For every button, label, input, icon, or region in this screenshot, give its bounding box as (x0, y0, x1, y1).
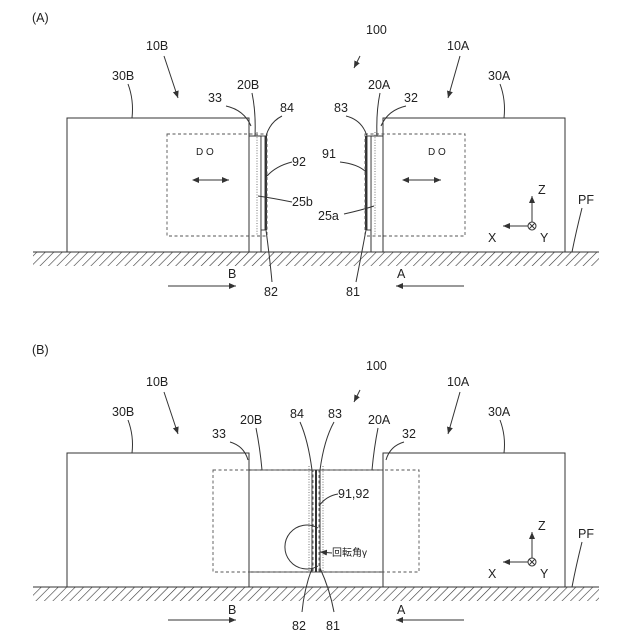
label-30b: 30B (112, 69, 134, 83)
label-100-b: 100 (366, 359, 387, 373)
label-83: 83 (334, 101, 348, 115)
leader-84 (266, 116, 282, 136)
label-10a: 10A (447, 39, 470, 53)
leader-30b-b (128, 420, 133, 453)
panel-a: (A) D O D O 100 10B 10A 30B (32, 11, 599, 299)
leader-10b-b (164, 392, 178, 434)
label-30a: 30A (488, 69, 511, 83)
floor-hatch (33, 252, 599, 266)
leader-10a-b (448, 392, 460, 434)
label-10b: 10B (146, 39, 168, 53)
label-dir-a-b: A (397, 603, 406, 617)
leader-20b (252, 93, 255, 136)
label-dir-b-b: B (228, 603, 236, 617)
floor-hatch-b (33, 587, 599, 601)
label-30a-b: 30A (488, 405, 511, 419)
base-30b (67, 118, 249, 252)
leader-91 (340, 162, 366, 172)
label-32a: 32 (404, 91, 418, 105)
label-91: 91 (322, 147, 336, 161)
leader-84-b (300, 422, 312, 470)
label-30b-b: 30B (112, 405, 134, 419)
label-dir-b: B (228, 267, 236, 281)
base-30b-b (67, 453, 249, 587)
leader-83-b (320, 422, 334, 470)
label-dir-a: A (397, 267, 406, 281)
label-33-b: 33 (212, 427, 226, 441)
panel-b: (B) 回転角γ 100 10B 10A 30B 30A (32, 343, 599, 633)
plates-91-92 (315, 470, 317, 572)
head-20b (249, 136, 261, 252)
label-x-b: X (488, 567, 497, 581)
label-10b-b: 10B (146, 375, 168, 389)
leader-100 (354, 56, 360, 68)
label-10a-b: 10A (447, 375, 470, 389)
label-20b: 20B (237, 78, 259, 92)
leader-30a-b (500, 420, 505, 453)
label-y-b: Y (540, 567, 549, 581)
leader-83 (346, 116, 367, 136)
leader-30a (500, 84, 505, 118)
leader-20a-b (372, 428, 378, 470)
leader-10a (448, 56, 460, 98)
leader-30b (128, 84, 133, 118)
label-84: 84 (280, 101, 294, 115)
label-20a: 20A (368, 78, 391, 92)
panel-a-tag: (A) (32, 11, 49, 25)
head-20a (371, 136, 383, 252)
label-92: 92 (292, 155, 306, 169)
label-25b: 25b (292, 195, 313, 209)
label-z-b: Z (538, 519, 546, 533)
leader-10b (164, 56, 178, 98)
label-x-a: X (488, 231, 497, 245)
label-82: 82 (264, 285, 278, 299)
label-100: 100 (366, 23, 387, 37)
label-91-92: 91,92 (338, 487, 369, 501)
plate-84 (261, 136, 265, 230)
label-81-b: 81 (326, 619, 340, 633)
leader-20b-b (256, 428, 262, 470)
label-20a-b: 20A (368, 413, 391, 427)
leader-pf (572, 208, 582, 252)
plate-83 (367, 136, 371, 230)
head-20b-b (249, 470, 312, 572)
label-do-a: D O (428, 147, 446, 158)
label-83-b: 83 (328, 407, 342, 421)
label-81: 81 (346, 285, 360, 299)
label-rotation: 回転角γ (332, 547, 367, 559)
label-84-b: 84 (290, 407, 304, 421)
label-pf-b: PF (578, 527, 594, 541)
leader-20a (377, 93, 380, 136)
label-do-b: D O (196, 147, 214, 158)
label-32-b: 32 (402, 427, 416, 441)
leader-92 (267, 162, 292, 176)
label-z-a: Z (538, 183, 546, 197)
panel-b-tag: (B) (32, 343, 49, 357)
label-25a: 25a (318, 209, 339, 223)
leader-100-b (354, 390, 360, 402)
label-y-a: Y (540, 231, 549, 245)
label-20b-b: 20B (240, 413, 262, 427)
label-82-b: 82 (292, 619, 306, 633)
label-33a: 33 (208, 91, 222, 105)
leader-pf-b (572, 542, 582, 587)
label-pf: PF (578, 193, 594, 207)
